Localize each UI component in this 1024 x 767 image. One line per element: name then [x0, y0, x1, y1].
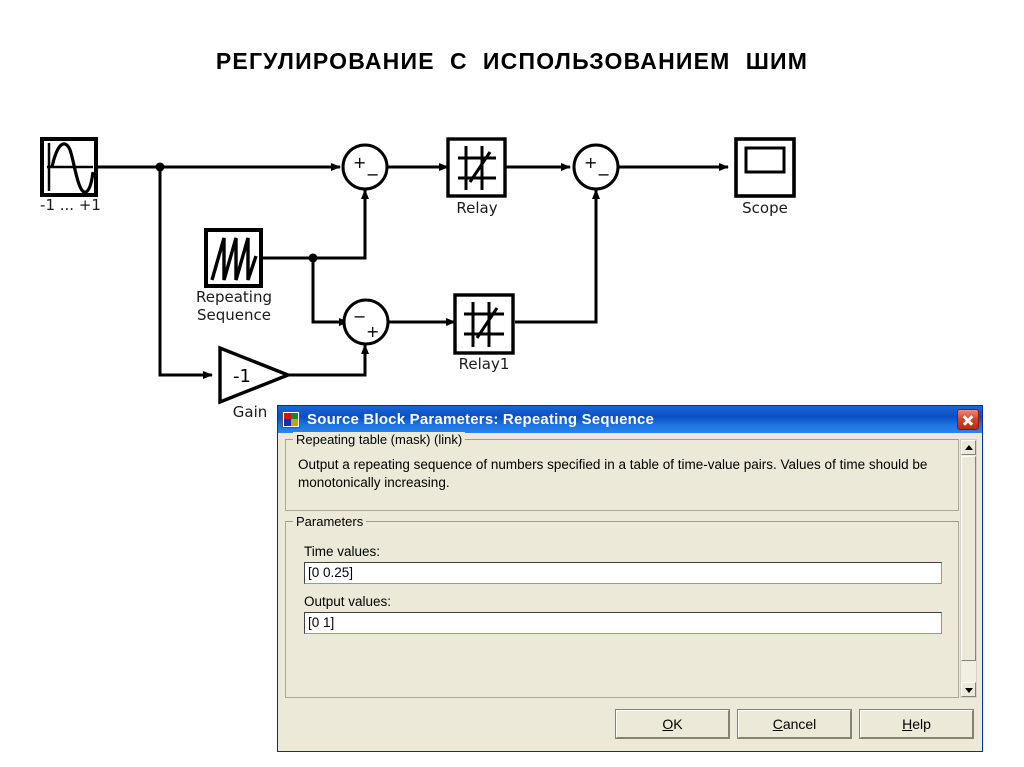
cancel-accel: C: [772, 716, 783, 732]
parameters-legend: Parameters: [293, 514, 367, 529]
simulink-block-icon: [282, 411, 300, 428]
ok-accel: O: [662, 716, 674, 732]
dialog-title: Source Block Parameters: Repeating Seque…: [307, 411, 655, 428]
output-values-label: Output values:: [304, 594, 392, 609]
label-sine-source: -1 ... +1: [40, 196, 101, 214]
label-relay: Relay: [456, 199, 498, 217]
dialog-content-area: Repeating table (mask) (link) Output a r…: [285, 432, 959, 698]
gain-value-text: -1: [233, 366, 251, 387]
ok-button[interactable]: OK: [615, 709, 730, 739]
scroll-down-arrow-icon[interactable]: [961, 682, 976, 697]
block-gain[interactable]: -1: [218, 345, 293, 405]
svg-text:+: +: [584, 153, 597, 172]
junction-dot-sine: [155, 162, 165, 172]
dialog-titlebar[interactable]: Source Block Parameters: Repeating Seque…: [278, 406, 982, 433]
help-rest: elp: [912, 716, 931, 732]
scroll-up-arrow-icon[interactable]: [961, 440, 976, 455]
svg-text:−: −: [597, 165, 610, 184]
svg-text:+: +: [353, 153, 366, 172]
wire-gain-to-sum2: [288, 344, 369, 377]
parameters-groupbox: Parameters Time values: [0 0.25] Output …: [285, 514, 959, 698]
block-scope[interactable]: [734, 137, 796, 198]
label-scope: Scope: [742, 199, 788, 217]
output-values-input[interactable]: [0 1]: [304, 612, 942, 634]
help-accel: H: [902, 716, 913, 732]
page-title: РЕГУЛИРОВАНИЕ С ИСПОЛЬЗОВАНИЕМ ШИМ: [215, 48, 809, 74]
dialog-button-row: OK Cancel Help: [615, 709, 974, 739]
junction-dot-repseq: [308, 253, 318, 263]
wire-repseq-to-sum1: [313, 189, 369, 260]
wire-repseq-to-sum2: [311, 258, 349, 326]
scrollbar-thumb[interactable]: [961, 456, 976, 661]
block-relay1[interactable]: [453, 293, 515, 355]
block-repeating-sequence[interactable]: [204, 228, 263, 288]
label-relay1: Relay1: [458, 355, 510, 373]
dialog-body: Repeating table (mask) (link) Output a r…: [279, 432, 981, 750]
close-icon[interactable]: [957, 409, 979, 430]
source-block-parameters-dialog: Source Block Parameters: Repeating Seque…: [277, 405, 983, 752]
cancel-button[interactable]: Cancel: [737, 709, 852, 739]
svg-text:+: +: [366, 322, 379, 341]
ok-rest: K: [673, 716, 683, 732]
block-sine-source[interactable]: [40, 137, 98, 197]
block-sum-3[interactable]: + −: [572, 143, 620, 191]
block-sum-1[interactable]: + −: [341, 143, 389, 191]
time-values-label: Time values:: [304, 544, 381, 559]
cancel-rest: ancel: [782, 716, 817, 732]
label-gain: Gain: [232, 403, 268, 421]
wire-relay1-to-sum3: [515, 189, 600, 324]
block-relay[interactable]: [446, 137, 507, 198]
vertical-scrollbar[interactable]: [960, 439, 977, 698]
svg-text:−: −: [366, 165, 379, 184]
repeating-table-groupbox: Repeating table (mask) (link) Output a r…: [285, 432, 959, 511]
wire-sine-to-gain: [158, 167, 213, 379]
time-values-input[interactable]: [0 0.25]: [304, 562, 942, 584]
svg-text:−: −: [353, 307, 366, 326]
label-repeating-sequence-line1: Repeating: [196, 288, 272, 306]
repeating-table-legend: Repeating table (mask) (link): [293, 432, 466, 447]
block-sum-2[interactable]: − +: [342, 298, 390, 346]
repeating-table-description: Output a repeating sequence of numbers s…: [298, 457, 928, 490]
help-button[interactable]: Help: [859, 709, 974, 739]
label-repeating-sequence-line2: Sequence: [197, 306, 271, 324]
